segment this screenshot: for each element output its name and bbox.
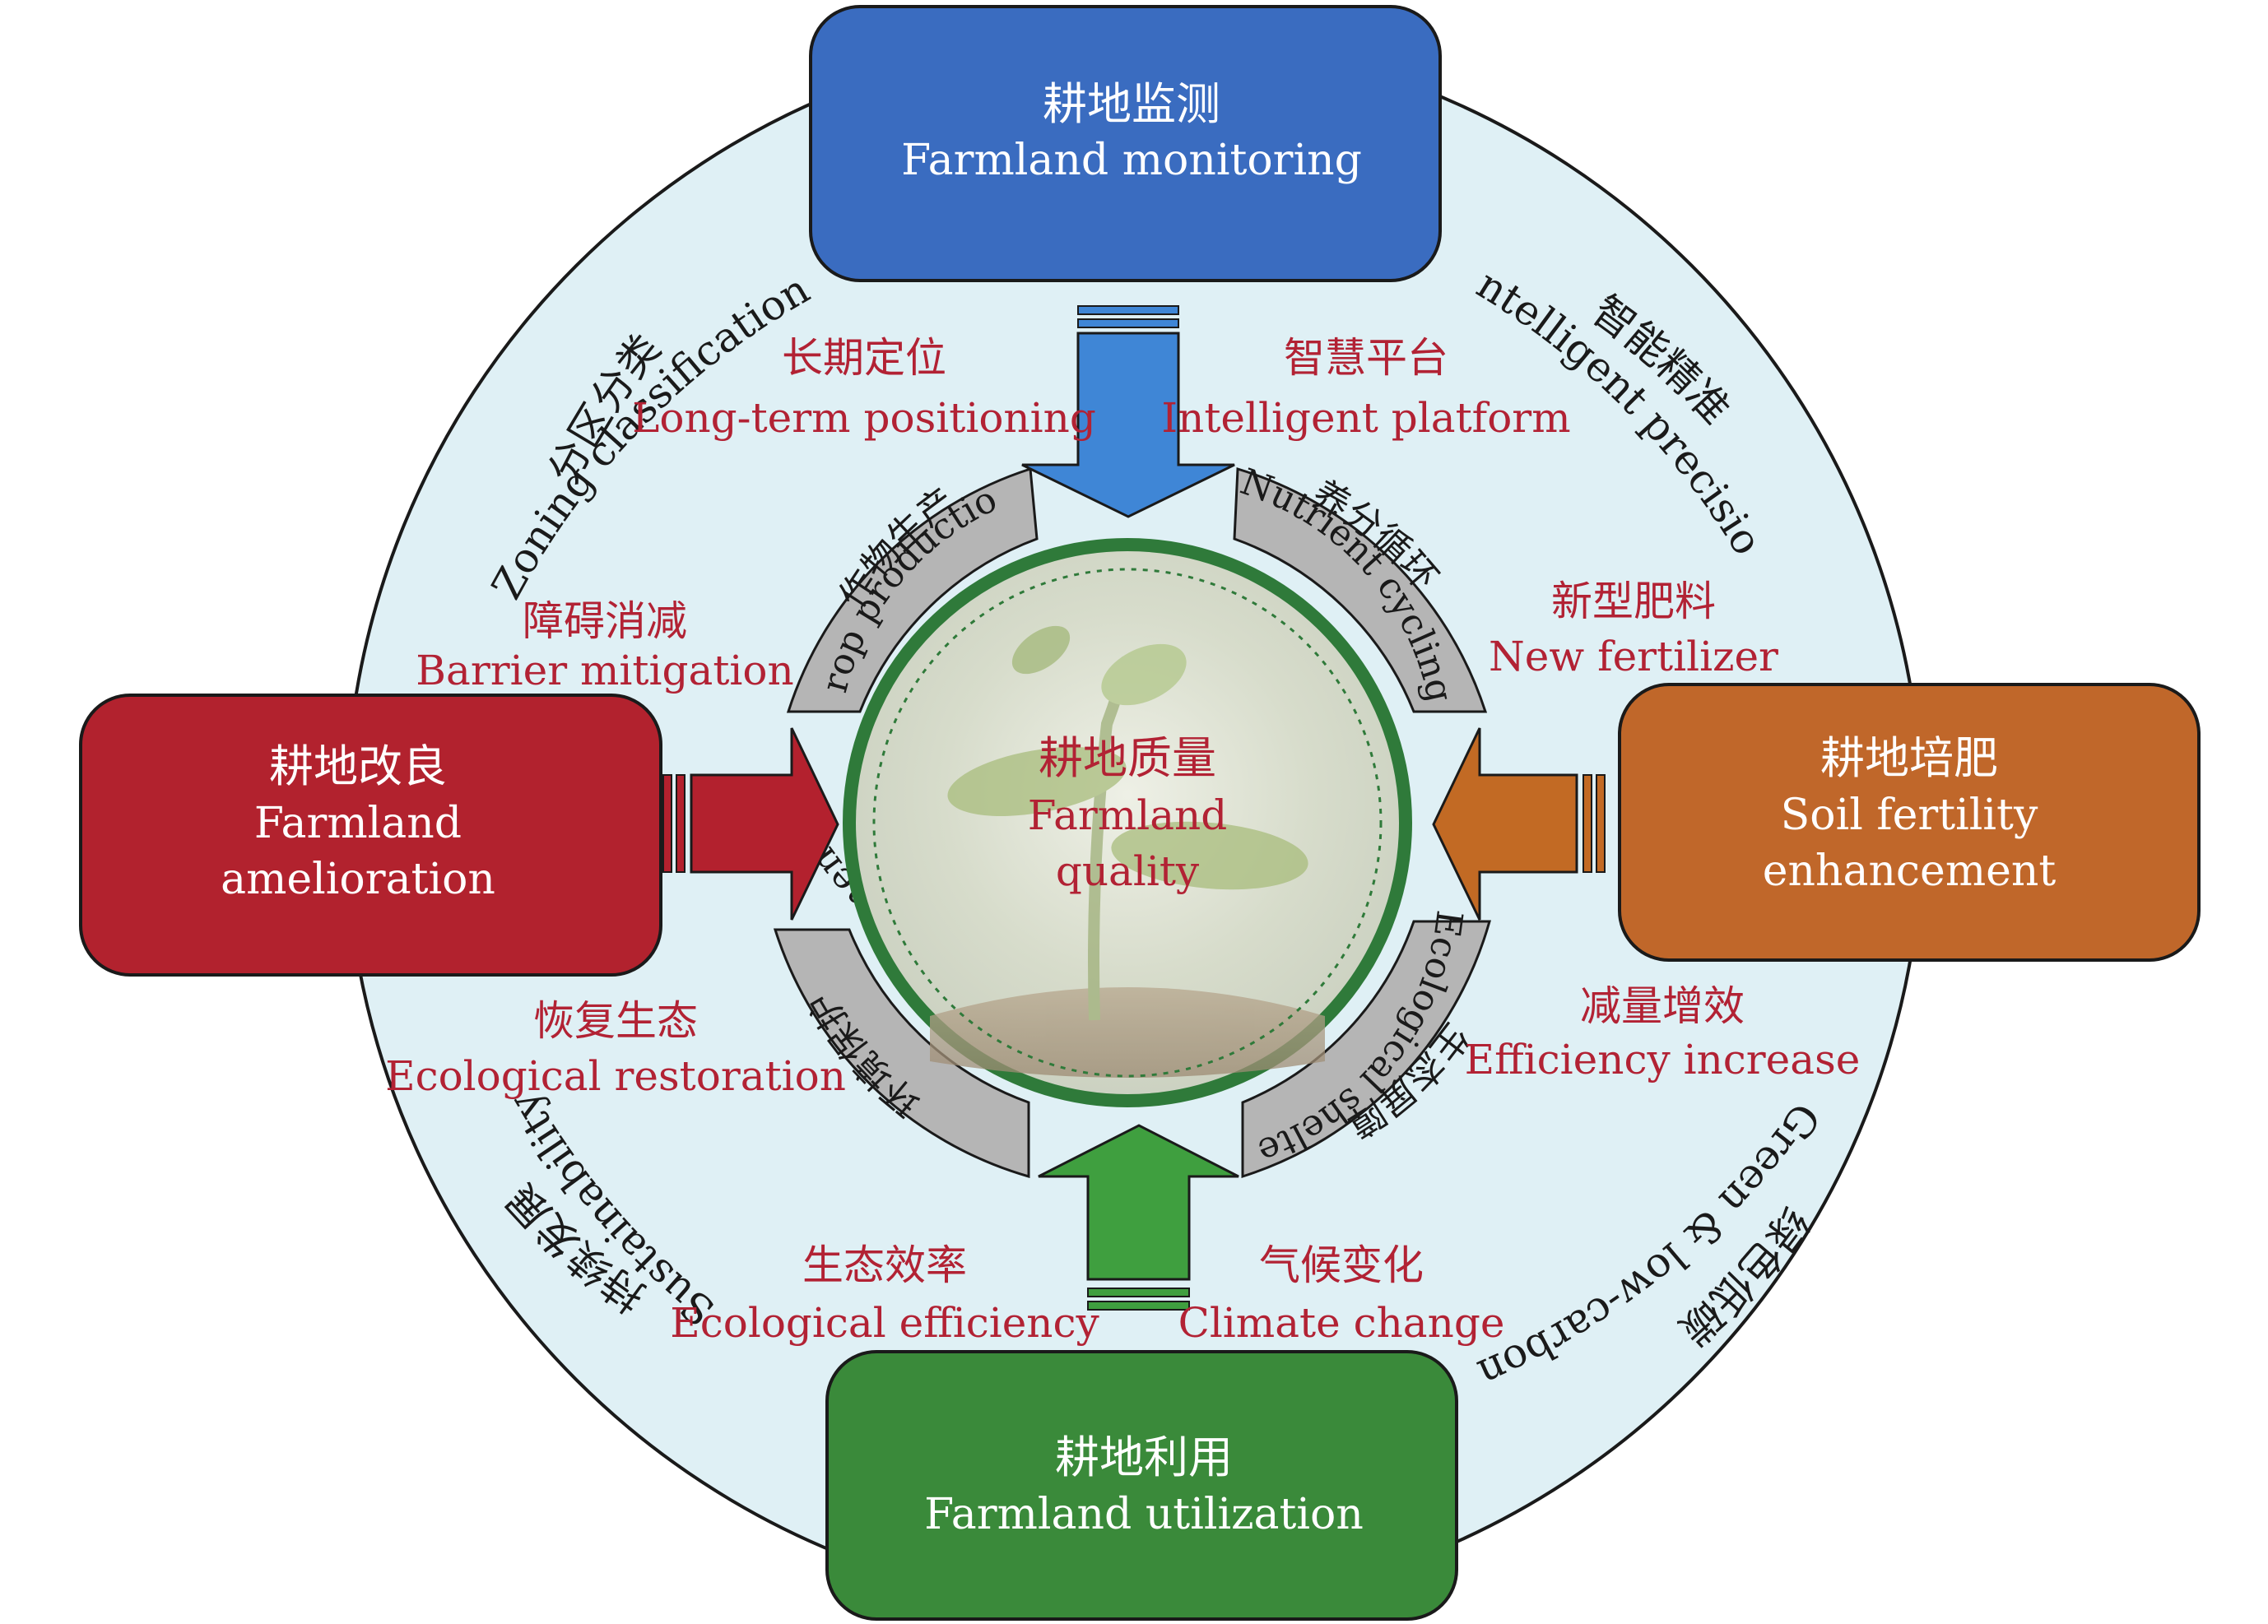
box-left-title-en-line1: Farmland (254, 799, 462, 848)
label-intelligent-platform-en: Intelligent platform (1161, 394, 1570, 442)
label-long-term-cn: 长期定位 (782, 334, 946, 382)
sector-nutrient-cycling (1233, 467, 1488, 713)
box-left-title-cn: 耕地改良 (269, 740, 447, 792)
sector-environment (773, 928, 1030, 1178)
label-long-term-en: Long-term positioning (632, 394, 1096, 442)
label-efficiency-increase-en: Efficiency increase (1465, 1036, 1861, 1083)
box-top-title-en: Farmland monitoring (901, 136, 1362, 185)
arrow-top (1021, 305, 1235, 518)
sector-crop-production (786, 466, 1039, 713)
box-farmland-utilization: 耕地利用 Farmland utilization (825, 1350, 1458, 1621)
box-farmland-amelioration: 耕地改良 Farmland amelioration (79, 694, 662, 977)
box-right-title-en-line2: enhancement (1763, 847, 2057, 896)
box-right-title-en-line1: Soil fertility (1781, 791, 2038, 840)
label-barrier-cn: 障碍消减 (523, 597, 687, 645)
label-climate-cn: 气候变化 (1259, 1241, 1424, 1289)
box-right-title-cn: 耕地培肥 (1820, 732, 1998, 784)
label-efficiency-increase-cn: 减量增效 (1580, 982, 1745, 1030)
sector-ecological-shelter (1241, 920, 1491, 1179)
box-left-title-en-line2: amelioration (221, 855, 495, 904)
label-restoration-cn: 恢复生态 (533, 997, 698, 1045)
label-climate-en: Climate change (1178, 1299, 1505, 1347)
label-new-fertilizer-cn: 新型肥料 (1551, 578, 1716, 625)
box-soil-fertility: 耕地培肥 Soil fertility enhancement (1618, 683, 2201, 962)
box-top-title-cn: 耕地监测 (1043, 78, 1220, 130)
label-restoration-en: Ecological restoration (385, 1052, 846, 1100)
label-new-fertilizer-en: New fertilizer (1489, 633, 1778, 680)
center-title-cn: 耕地质量 (1039, 732, 1216, 784)
label-eco-efficiency-cn: 生态效率 (802, 1241, 967, 1289)
arrow-right (1432, 727, 1606, 921)
center-title-en-line2: quality (1056, 847, 1200, 895)
arrow-bottom (1038, 1124, 1239, 1311)
label-barrier-en: Barrier mitigation (416, 647, 793, 694)
center-circle (843, 538, 1412, 1107)
box-farmland-monitoring: 耕地监测 Farmland monitoring (809, 5, 1442, 282)
box-bottom-title-cn: 耕地利用 (1055, 1431, 1233, 1483)
label-intelligent-platform-cn: 智慧平台 (1284, 334, 1448, 382)
box-bottom-title-en: Farmland utilization (924, 1490, 1364, 1539)
center-title-en-line1: Farmland (1028, 791, 1227, 839)
label-eco-efficiency-en: Ecological efficiency (670, 1299, 1099, 1347)
arrow-left (662, 727, 839, 921)
